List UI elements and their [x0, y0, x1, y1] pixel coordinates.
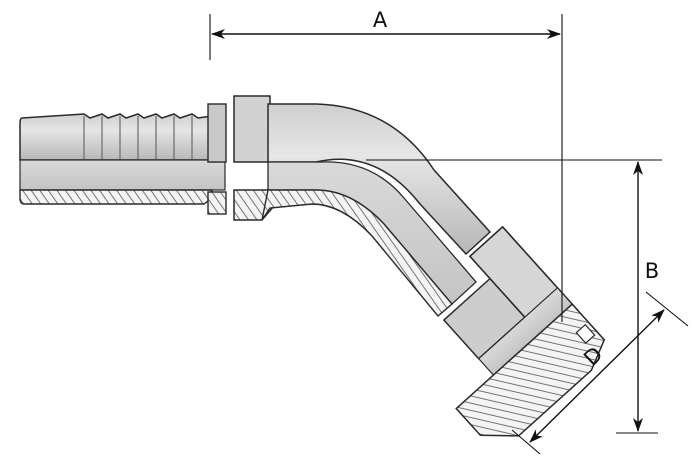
hose-tail — [19, 113, 226, 205]
dimension-b-label: B — [645, 259, 659, 283]
collar-ring — [207, 95, 275, 221]
dimension-a-label: A — [373, 8, 388, 32]
bent-body — [261, 103, 492, 317]
dimension-a: A — [211, 8, 561, 39]
dimension-b: B — [633, 161, 659, 432]
